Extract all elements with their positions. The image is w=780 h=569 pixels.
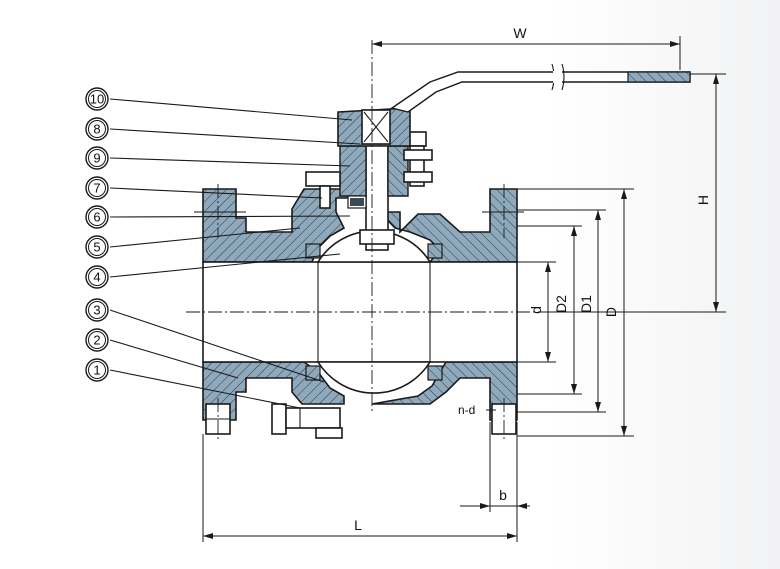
dim-label-H: H (695, 195, 711, 205)
dim-label-D1: D1 (578, 295, 594, 313)
callout-label-9: 9 (93, 151, 100, 166)
dim-label-D2: D2 (553, 295, 569, 313)
bottom-bolt (271, 403, 343, 439)
dimension-L: L (202, 434, 517, 542)
seat-lower-right (427, 365, 443, 381)
dim-label-W: W (513, 25, 527, 41)
dimension-D: D (517, 188, 634, 437)
seat-lower-left (305, 365, 321, 381)
lever-handle (390, 63, 691, 113)
dimension-D2: D2 (517, 225, 582, 395)
dim-label-d: d (528, 306, 544, 314)
dim-label-b: b (499, 487, 507, 503)
callout-2: 2 (85, 328, 109, 352)
callout-5: 5 (85, 235, 109, 259)
dim-label-L: L (354, 517, 362, 533)
callout-8: 8 (85, 117, 109, 141)
leader-lines (109, 98, 361, 409)
callout-label-5: 5 (93, 240, 100, 255)
callout-label-8: 8 (93, 122, 100, 137)
callout-label-7: 7 (93, 181, 100, 196)
callout-1: 1 (85, 358, 109, 382)
callout-3: 3 (85, 298, 109, 322)
callout-9: 9 (85, 146, 109, 170)
dimension-d: d (517, 261, 556, 363)
stem-assembly (305, 107, 433, 251)
dimension-b: b (460, 422, 530, 542)
dimension-D1: D1 (517, 209, 606, 413)
callout-4: 4 (85, 265, 109, 289)
callout-label-6: 6 (93, 210, 100, 225)
callout-7: 7 (85, 176, 109, 200)
dim-label-n-d: n-d (458, 403, 475, 417)
dimension-H: H (540, 73, 726, 313)
dim-label-D: D (603, 307, 619, 317)
callout-label-3: 3 (93, 303, 100, 318)
flow-bore (202, 261, 518, 363)
seat-upper-right (427, 243, 443, 259)
callout-10: 10 (85, 87, 109, 111)
callout-6: 6 (85, 205, 109, 229)
callout-label-2: 2 (93, 333, 100, 348)
dimension-W: W (372, 25, 681, 70)
callout-label-1: 1 (93, 363, 100, 378)
callout-label-4: 4 (93, 270, 100, 285)
callout-label-10: 10 (90, 92, 104, 107)
seat-upper-left (305, 243, 321, 259)
